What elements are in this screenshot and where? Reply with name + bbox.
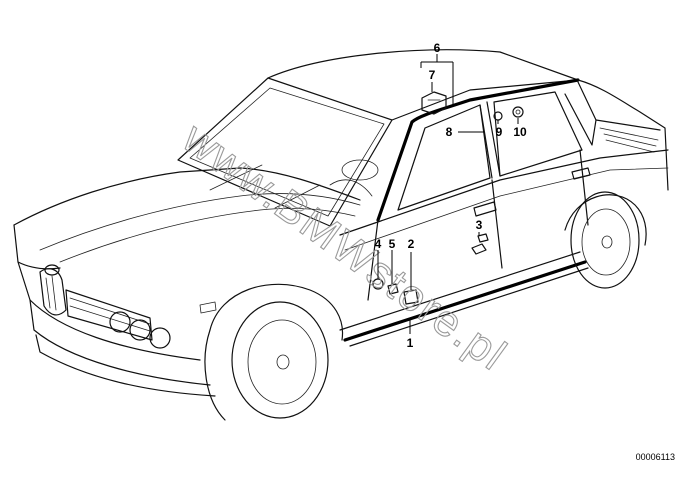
part-5-clip	[387, 283, 399, 295]
callout-5: 5	[389, 237, 396, 251]
callout-1: 1	[407, 336, 414, 350]
callout-6: 6	[434, 41, 441, 55]
callout-4: 4	[375, 237, 382, 251]
callout-9: 9	[496, 125, 503, 139]
car-illustration	[13, 49, 669, 421]
callout-2: 2	[408, 237, 415, 251]
callout-10: 10	[513, 125, 527, 139]
part-10-clip	[512, 106, 524, 118]
callout-7: 7	[429, 68, 436, 82]
document-number: 00006113	[636, 452, 675, 462]
part-7-bracket	[421, 91, 447, 115]
part-2-plate	[403, 289, 419, 305]
callout-3: 3	[476, 218, 483, 232]
callout-labels: 6 7 8 9 10 3 4 5 2 1	[375, 41, 527, 350]
callout-leaders	[377, 54, 519, 334]
part-3-clips	[471, 233, 489, 255]
callout-8: 8	[446, 125, 453, 139]
